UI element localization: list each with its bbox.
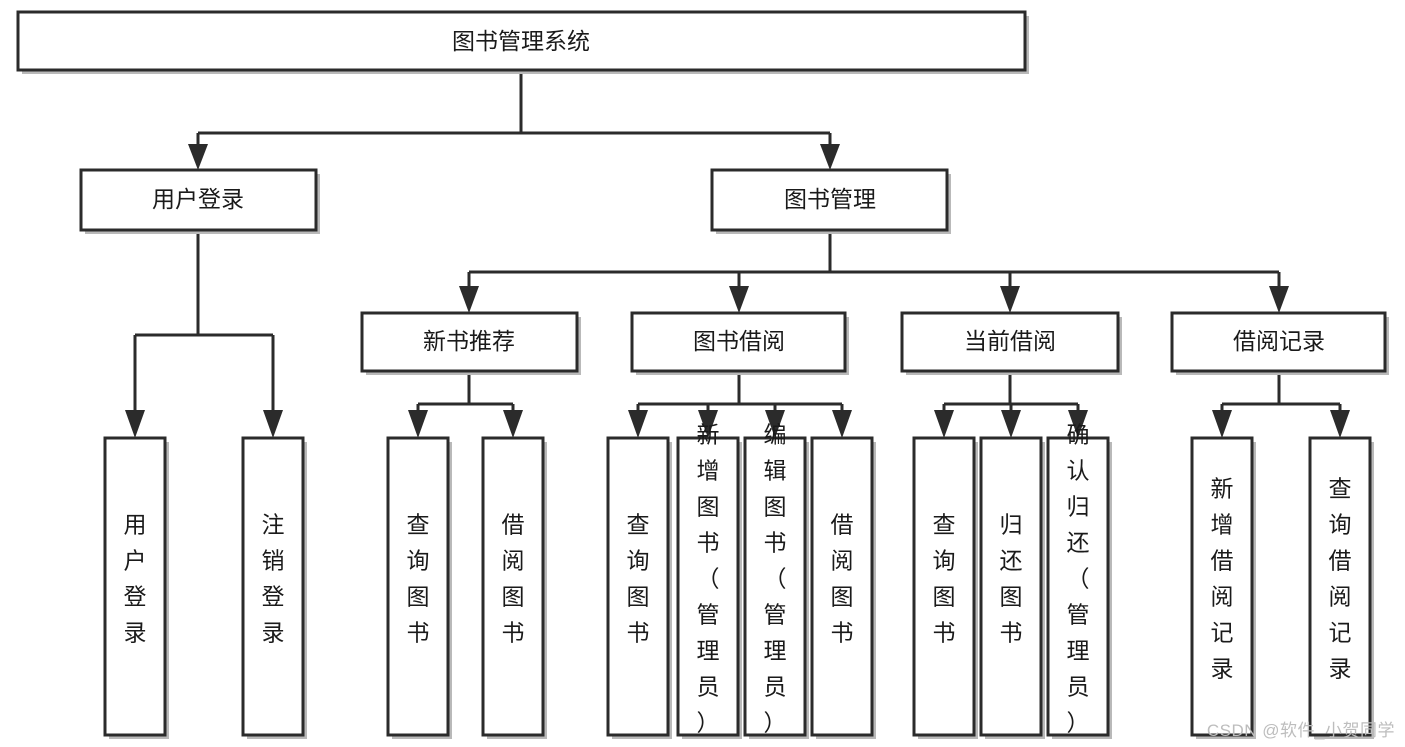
leaf-node-box [1046,436,1110,737]
leaf-node-box [103,436,167,737]
leaf-node-box [676,436,740,737]
arrow-head-leaf-book-borrow-4 [832,410,852,438]
arrow-head-leaf-user-login-2 [263,410,283,438]
arrow-head-leaf-current-borrow-1 [934,410,954,438]
node-borrow-record[interactable]: 借阅记录 [1170,311,1389,375]
leaf-node-label: 用户登录 [124,512,147,646]
leaf-node-box [1308,436,1372,737]
leaf-node-box [979,436,1043,737]
leaf-node-box [241,436,305,737]
leaf-node-label: 新增借阅记录 [1211,476,1234,682]
node-root-label: 图书管理系统 [452,28,590,54]
arrow-head-book-borrow [729,286,749,313]
leaf-node-current-borrow-3[interactable]: 确认归还（管理员） [1046,422,1112,740]
leaf-node-label: 借阅图书 [831,512,854,646]
arrow-head-user-login [188,144,208,170]
leaf-node-label: 归还图书 [1000,512,1023,646]
node-root-box [16,10,1027,72]
leaf-node-box [386,436,450,737]
leaf-node-book-borrow-2[interactable]: 新增图书（管理员） [676,422,742,740]
leaf-node-user-login-1[interactable]: 用户登录 [103,436,169,739]
leaf-node-box [481,436,545,737]
arrow-head-leaf-new-book-2 [503,410,523,438]
arrow-head-new-book [459,286,479,313]
node-root[interactable]: 图书管理系统 [16,10,1029,74]
node-user-login-label: 用户登录 [152,186,244,212]
leaf-node-book-borrow-4[interactable]: 借阅图书 [810,436,876,739]
arrow-head-leaf-borrow-record-1 [1212,410,1232,438]
node-book-management-label: 图书管理 [784,186,876,212]
leaf-node-label: 新增图书（管理员） [697,422,720,736]
leaf-node-borrow-record-2[interactable]: 查询借阅记录 [1308,436,1374,739]
node-current-borrow-label: 当前借阅 [964,328,1056,354]
leaf-node-label: 查询图书 [407,512,430,646]
node-book-borrow-label: 图书借阅 [693,328,785,354]
node-book-borrow[interactable]: 图书借阅 [630,311,849,375]
leaf-node-label: 查询图书 [627,512,650,646]
leaf-node-new-book-recommend-2[interactable]: 借阅图书 [481,436,547,739]
node-new-book-recommend-label: 新书推荐 [423,328,515,354]
leaf-node-new-book-recommend-1[interactable]: 查询图书 [386,436,452,739]
leaf-node-box [810,436,874,737]
leaf-node-box [606,436,670,737]
node-user-login[interactable]: 用户登录 [79,168,320,234]
leaf-node-box [743,436,807,737]
leaf-node-box [912,436,976,737]
arrow-head-leaf-book-borrow-1 [628,410,648,438]
arrow-head-leaf-user-login-1 [125,410,145,438]
node-current-borrow[interactable]: 当前借阅 [900,311,1122,375]
arrow-head-leaf-current-borrow-3 [1068,410,1088,438]
leaf-node-label: 确认归还（管理员） [1067,422,1090,736]
leaf-node-book-borrow-3[interactable]: 编辑图书（管理员） [743,422,809,740]
arrow-head-book-mgmt [820,144,840,170]
leaf-node-user-login-2[interactable]: 注销登录 [241,436,307,739]
leaf-node-label: 注销登录 [262,512,285,646]
node-book-management-box [710,168,949,232]
arrow-head-borrow-record [1269,286,1289,313]
arrow-head-leaf-book-borrow-2 [698,410,718,438]
arrow-head-leaf-new-book-1 [408,410,428,438]
node-new-book-recommend-box [360,311,579,373]
node-new-book-recommend[interactable]: 新书推荐 [360,311,581,375]
leaf-node-current-borrow-2[interactable]: 归还图书 [979,436,1045,739]
leaf-node-book-borrow-1[interactable]: 查询图书 [606,436,672,739]
arrow-head-leaf-current-borrow-2 [1001,410,1021,438]
node-book-borrow-box [630,311,847,373]
arrow-head-current-borrow [1000,286,1020,313]
arrow-head-leaf-book-borrow-3 [765,410,785,438]
node-current-borrow-box [900,311,1120,373]
node-borrow-record-label: 借阅记录 [1233,328,1325,354]
node-borrow-record-box [1170,311,1387,373]
connector-layer [125,70,1350,438]
arrow-head-leaf-borrow-record-2 [1330,410,1350,438]
leaf-node-label: 查询图书 [933,512,956,646]
leaf-node-layer: 用户登录 注销登录 查询图书 借阅图书 查询图书 新增图书（管理员） 编辑图书（管理员） 借阅… [103,422,1374,740]
leaf-node-current-borrow-1[interactable]: 查询图书 [912,436,978,739]
leaf-node-borrow-record-1[interactable]: 新增借阅记录 [1190,436,1256,739]
node-user-login-box [79,168,318,232]
leaf-node-label: 编辑图书（管理员） [764,422,787,736]
node-book-management[interactable]: 图书管理 [710,168,951,234]
leaf-node-box [1190,436,1254,737]
leaf-node-label: 查询借阅记录 [1329,476,1352,682]
leaf-node-label: 借阅图书 [502,512,525,646]
